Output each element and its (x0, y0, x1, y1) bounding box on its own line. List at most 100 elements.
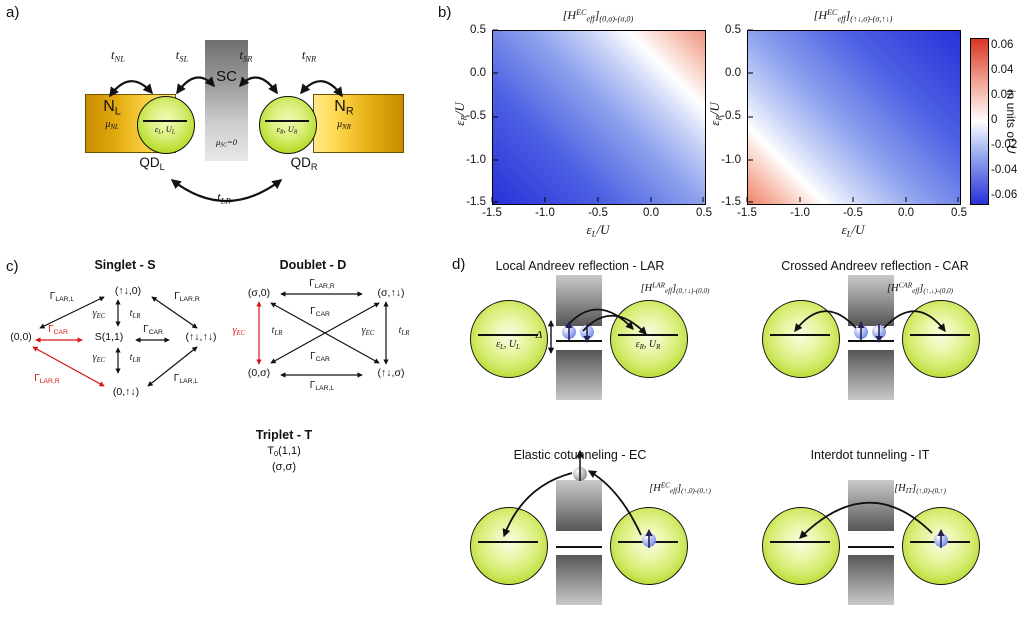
car-sc-block-bottom (848, 350, 894, 400)
right-ytick-2: -0.5 (721, 110, 741, 122)
car-cooper-pair-down-electron (872, 325, 886, 339)
right-xtick-4: 0.5 (951, 207, 967, 219)
doublet-state-bottom-right: (↑↓,σ) (377, 367, 405, 379)
quantum-dot-right (259, 96, 317, 154)
qd-right-level-line (265, 120, 309, 122)
panel-b-label: b) (438, 4, 452, 21)
triplet-state-2: (σ,σ) (272, 461, 296, 473)
singlet-state-top: (↑↓,0) (114, 285, 142, 297)
doublet-edge-bottom-label: ΓLAR,L (309, 380, 335, 393)
coupling-tnr-label: tNR (301, 48, 317, 64)
left-ytick-2: -0.5 (466, 110, 486, 122)
lar-title: Local Andreev reflection - LAR (495, 259, 665, 273)
singlet-edge-lar-l-bottom-label: ΓLAR,L (173, 373, 199, 386)
car-qd-right-level-line (910, 334, 970, 336)
colorbar-unit-label: in units of U (1004, 90, 1018, 154)
left-xtick-4: 0.5 (696, 207, 712, 219)
right-xtick-1: -1.0 (790, 207, 810, 219)
doublet-state-bottom-left: (0,σ) (247, 367, 271, 379)
singlet-edge-lar-l-top-label: ΓLAR,L (49, 291, 75, 304)
right-xtick-3: 0.0 (898, 207, 914, 219)
it-gap-level-line (848, 546, 894, 548)
superconductor-block (205, 40, 248, 161)
singlet-edge-lar-r-bottom-label: ΓLAR,R (34, 373, 60, 386)
doublet-state-top-right: (σ,↑↓) (377, 287, 405, 299)
ec-sc-block-bottom (556, 555, 602, 605)
singlet-car-right-label: ΓCAR (143, 324, 163, 337)
singlet-gec-lower-label: γEC (92, 352, 106, 365)
coupling-tnl-label: tNL (111, 48, 125, 64)
left-ytick-3: -1.0 (466, 154, 486, 166)
right-ytick-0: 0.5 (725, 24, 741, 36)
colorbar-tick-4: -0.02 (991, 139, 1018, 151)
singlet-tlr-upper-label: tLR (129, 308, 141, 321)
lar-qd-left-level-line (478, 334, 538, 336)
lar-gap-level-line (556, 340, 602, 342)
car-qd-right (902, 300, 980, 378)
it-qd-left-level-line (770, 541, 830, 543)
right-ytick-4: -1.5 (721, 196, 741, 208)
car-hamiltonian-label: [HCAReff](↑,↓)-(0,0) (886, 281, 954, 296)
colorbar-tick-0: 0.06 (991, 39, 1014, 51)
doublet-edge-top-label: ΓLAR,R (309, 278, 335, 291)
lar-sc-block-top (556, 275, 602, 326)
singlet-gec-upper-label: γEC (92, 308, 106, 321)
doublet-gec-left-label: γEC (232, 325, 246, 338)
right-xtick-2: -0.5 (843, 207, 863, 219)
singlet-title: Singlet - S (94, 258, 156, 272)
lar-qd-left-level-label: εL, UL (496, 339, 520, 352)
normal-lead-right (313, 94, 404, 153)
right-ytick-1: 0.0 (725, 67, 741, 79)
colorbar-tick-6: -0.06 (991, 189, 1018, 201)
it-title: Interdot tunneling - IT (810, 448, 930, 462)
left-xtick-2: -0.5 (588, 207, 608, 219)
panel-d-label: d) (452, 256, 466, 273)
heatmap-left (492, 30, 706, 205)
lar-qd-right-level-label: εR, UR (635, 339, 661, 352)
coupling-tsl-label: tSL (175, 48, 189, 64)
colorbar-tick-1: 0.04 (991, 64, 1014, 76)
heatmap-left-title: [HECeff](0,σ)-(σ,0) (562, 7, 634, 24)
lead-right-potential-label: μNR (337, 119, 351, 132)
doublet-tlr-left-label: tLR (271, 325, 283, 338)
doublet-title: Doublet - D (279, 258, 347, 272)
panel-c-label: c) (6, 258, 19, 275)
colorbar (970, 38, 989, 205)
left-ytick-1: 0.0 (470, 67, 486, 79)
lar-cooper-pair-down-electron (580, 325, 594, 339)
doublet-state-top-left: (σ,0) (247, 287, 271, 299)
qd-left-level-line (143, 120, 187, 122)
lar-sc-block-bottom (556, 350, 602, 400)
it-sc-block-bottom (848, 555, 894, 605)
left-ytick-4: -1.5 (466, 196, 486, 208)
sc-potential-label: μSC=0 (215, 137, 237, 149)
doublet-car-lower-label: ΓCAR (310, 351, 330, 364)
colorbar-tick-3: 0 (991, 114, 998, 126)
left-ytick-0: 0.5 (470, 24, 486, 36)
singlet-state-right: (↑↓,↑↓) (185, 331, 217, 343)
lar-qd-left (470, 300, 548, 378)
it-electron-sphere (934, 533, 948, 547)
left-xaxis-label: εL/U (586, 222, 610, 239)
coupling-tsr-label: tSR (239, 48, 253, 64)
singlet-car-left-label: ΓCAR (48, 324, 68, 337)
car-gap-level-line (848, 340, 894, 342)
car-title: Crossed Andreev reflection - CAR (781, 259, 969, 273)
qd-right-caption: QDR (290, 155, 318, 172)
colorbar-tick-2: 0.02 (991, 89, 1014, 101)
ec-title: Elastic cotunneling - EC (513, 448, 647, 462)
singlet-state-center: S(1,1) (94, 331, 124, 343)
singlet-state-left: (0,0) (10, 331, 32, 343)
qd-right-level-label: εR, UR (276, 124, 298, 136)
left-xtick-0: -1.5 (482, 207, 502, 219)
ec-sc-block-top (556, 480, 602, 531)
lar-qd-right-level-line (618, 334, 678, 336)
coupling-tlr-label: tLR (217, 190, 231, 206)
singlet-state-bottom: (0,↑↓) (112, 386, 140, 398)
ec-qd-left (470, 507, 548, 585)
right-xtick-0: -1.5 (737, 207, 757, 219)
right-yaxis-label: εR/U (707, 102, 724, 126)
car-cooper-pair-up-electron (854, 325, 868, 339)
heatmap-right (747, 30, 961, 205)
qd-left-level-label: εL, UL (154, 124, 176, 136)
